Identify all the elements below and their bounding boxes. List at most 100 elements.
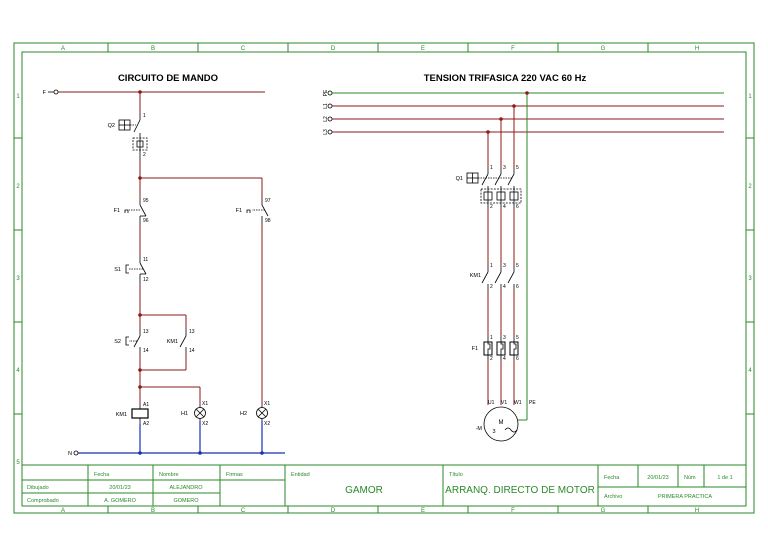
col-label: F <box>511 46 515 52</box>
dibujado-label: Dibujado <box>27 485 49 491</box>
col-label: A <box>61 508 65 514</box>
terminal-number: 1 <box>490 263 493 269</box>
km1-main-contacts <box>481 266 515 290</box>
s2-label: S2 <box>114 339 121 345</box>
km1-main-label: KM1 <box>470 273 481 279</box>
f1-label: F1 <box>114 208 120 214</box>
comprobado-nombre: GOMERO <box>173 498 199 504</box>
column-markers <box>14 43 754 513</box>
terminal-number: 14 <box>143 348 149 354</box>
terminal-number: 2 <box>143 152 146 158</box>
f1-thermal-label: F1 <box>472 346 478 352</box>
dibujado-nombre: ALEJANDRO <box>169 485 203 491</box>
row-label: 1 <box>748 94 752 100</box>
row-label: 4 <box>16 368 20 374</box>
terminal-number: 4 <box>503 356 506 362</box>
terminal-number: X2 <box>264 421 270 427</box>
junction-dots <box>138 90 142 389</box>
f1-overload-contact <box>124 198 147 225</box>
motor-terminal: W1 <box>514 400 522 406</box>
terminal-icon <box>73 450 79 456</box>
f1-thermal-relay <box>483 337 519 360</box>
archivo-value: PRIMERA PRACTICA <box>658 494 712 500</box>
terminal-number: 5 <box>516 335 519 341</box>
motor-icon <box>483 406 519 442</box>
terminal-icon <box>53 89 59 95</box>
h2-label: H2 <box>240 411 247 417</box>
terminal-number: 2 <box>490 284 493 290</box>
entidad-value: GAMOR <box>345 485 383 496</box>
col-label: C <box>241 508 246 514</box>
terminal-number: 12 <box>143 277 149 283</box>
s2-start-button <box>125 328 141 354</box>
row-label: 3 <box>748 276 752 282</box>
col-label: F <box>511 508 515 514</box>
supply-bottom-label: N <box>68 451 72 457</box>
h1-lamp-icon <box>194 405 206 421</box>
supply-top-label: F <box>43 90 47 96</box>
terminal-number: 6 <box>516 204 519 210</box>
terminal-number: 6 <box>516 356 519 362</box>
col-label: E <box>421 46 425 52</box>
header-fecha: Fecha <box>94 472 110 478</box>
row-label: 3 <box>16 276 20 282</box>
terminal-number: 2 <box>490 204 493 210</box>
motor-terminal: V1 <box>501 400 507 406</box>
h1-label: H1 <box>181 411 188 417</box>
col-label: C <box>241 46 246 52</box>
row-label: 2 <box>16 184 20 190</box>
terminal-number: 4 <box>503 284 506 290</box>
header-entidad: Entidad <box>291 472 310 478</box>
archivo-label: Archivo <box>604 494 622 500</box>
header-nombre: Nombre <box>159 472 179 478</box>
motor-terminal: PE <box>529 400 536 406</box>
km1-coil <box>131 403 149 424</box>
fecha-label: Fecha <box>604 475 620 481</box>
motor-letter: M <box>499 420 504 426</box>
fecha-value: 20/01/23 <box>647 475 668 481</box>
titulo-value: ARRANQ. DIRECTO DE MOTOR <box>445 485 595 496</box>
row-label: 5 <box>16 460 20 466</box>
q2-breaker <box>118 114 148 160</box>
col-label: A <box>61 46 65 52</box>
power-circuit: PE L1 L2 L3 <box>323 89 724 442</box>
power-circuit-title: TENSION TRIFASICA 220 VAC 60 Hz <box>424 73 587 84</box>
f1-aux-contact <box>246 198 269 225</box>
terminal-number: 96 <box>143 218 149 224</box>
num-label: Núm <box>684 475 696 481</box>
h2-lamp-icon <box>256 405 268 421</box>
terminal-number: 98 <box>265 218 271 224</box>
comprobado-fecha: A. GOMERO <box>104 498 137 504</box>
dibujado-fecha: 20/01/23 <box>109 485 130 491</box>
s1-stop-button <box>125 256 147 283</box>
terminal-number: X1 <box>264 401 270 407</box>
terminal-number: X1 <box>202 401 208 407</box>
title-block <box>22 465 746 506</box>
motor-label: -M <box>476 426 483 432</box>
terminal-number: 3 <box>503 263 506 269</box>
col-label: B <box>151 46 155 52</box>
row-labels-right: 1 2 3 4 <box>748 94 752 374</box>
terminal-number: 13 <box>143 329 149 335</box>
num-value: 1 de 1 <box>717 475 732 481</box>
row-label: 4 <box>748 368 752 374</box>
header-titulo: Título <box>449 472 463 478</box>
col-label: E <box>421 508 425 514</box>
terminal-number: 14 <box>189 348 195 354</box>
terminal-number: 97 <box>265 198 271 204</box>
bus-label: PE <box>323 89 329 96</box>
drawing-frame <box>13 42 755 514</box>
col-label: D <box>331 46 336 52</box>
motor-terminal: U1 <box>488 400 495 406</box>
terminal-number: A1 <box>143 402 149 408</box>
km1-hold-label: KM1 <box>167 339 178 345</box>
row-label: 1 <box>16 94 20 100</box>
q1-label: Q1 <box>456 176 463 182</box>
row-label: 2 <box>748 184 752 190</box>
control-circuit-title: CIRCUITO DE MANDO <box>118 73 218 84</box>
col-label: H <box>695 46 699 52</box>
terminal-number: 1 <box>143 113 146 119</box>
terminal-number: 4 <box>503 204 506 210</box>
f1-aux-label: F1 <box>236 208 242 214</box>
